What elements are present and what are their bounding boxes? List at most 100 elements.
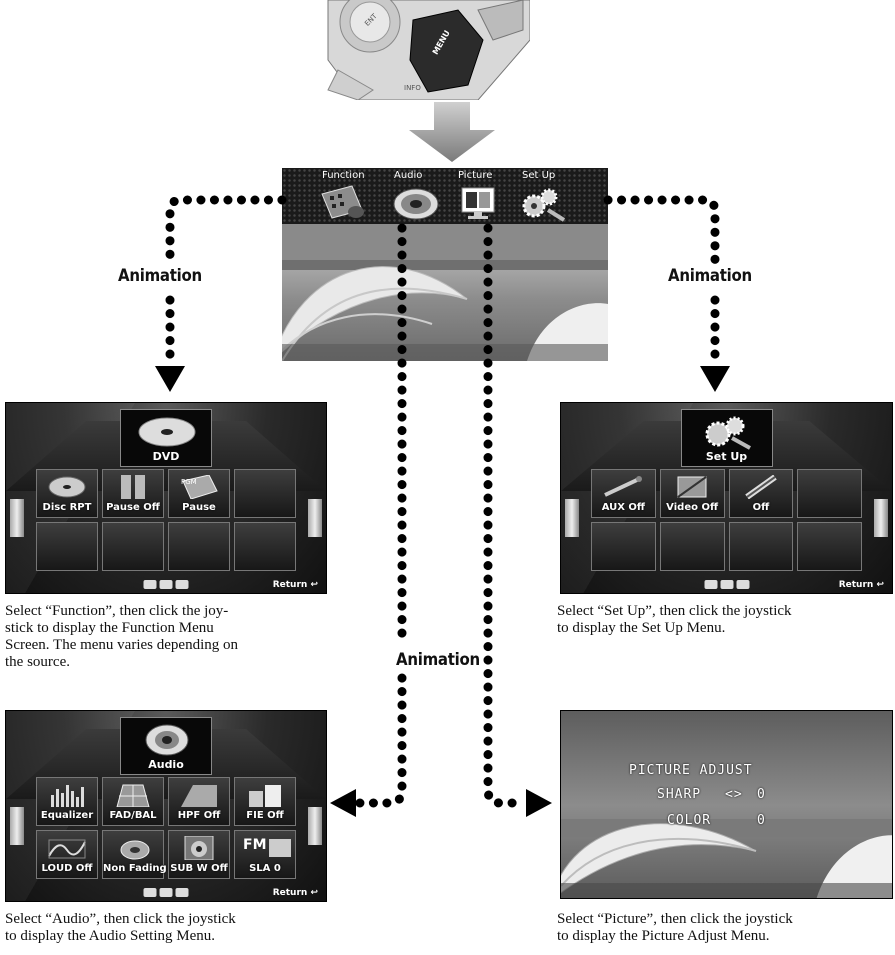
hpf-icon bbox=[181, 785, 217, 807]
caption-line: to display the Audio Setting Menu. bbox=[5, 928, 215, 944]
nonfading-icon bbox=[120, 840, 150, 860]
audio-item-hpf[interactable]: HPF Off bbox=[168, 777, 230, 826]
gears-icon bbox=[705, 416, 751, 450]
caption-line: Select “Audio”, then click the joystick bbox=[5, 911, 236, 927]
animation-label-right: Animation bbox=[668, 266, 752, 286]
arrow-down-left bbox=[155, 366, 185, 392]
svg-text:PGM: PGM bbox=[181, 478, 197, 486]
main-menu-screen: Function Audio Picture Set Up bbox=[282, 168, 608, 361]
function-item-empty bbox=[168, 522, 230, 571]
return-label: Return bbox=[272, 888, 308, 898]
animation-label-center: Animation bbox=[396, 650, 480, 670]
caption-line: to display the Set Up Menu. bbox=[557, 620, 726, 636]
picture-adjust-heading: PICTURE ADJUST bbox=[629, 763, 753, 778]
fm-icon: FM bbox=[243, 837, 267, 853]
setup-menu-screen: Set Up AUX Off Video Off Off Return ↩ bbox=[560, 402, 893, 594]
tab-function[interactable] bbox=[318, 184, 366, 222]
return-label: Return bbox=[838, 580, 874, 590]
caption-line: Screen. The menu varies depending on bbox=[5, 637, 238, 653]
caption-line: Select “Set Up”, then click the joystick bbox=[557, 603, 792, 619]
picture-row-value: 0 bbox=[757, 787, 766, 802]
fader-icon bbox=[116, 784, 150, 807]
audio-item-label: SUB W Off bbox=[170, 863, 228, 874]
setup-item-empty bbox=[797, 469, 862, 518]
page-indicator bbox=[143, 888, 189, 897]
picture-caption: Select “Picture”, then click the joystic… bbox=[557, 911, 895, 945]
page-indicator bbox=[143, 580, 189, 589]
audio-item-sub-w[interactable]: SUB W Off bbox=[168, 830, 230, 879]
caption-line: stick to display the Function Menu bbox=[5, 620, 214, 636]
subwoofer-icon bbox=[184, 836, 214, 860]
picture-row-label[interactable]: SHARP bbox=[657, 787, 702, 802]
return-button[interactable]: Return ↩ bbox=[839, 580, 884, 590]
audio-item-equalizer[interactable]: Equalizer bbox=[36, 777, 98, 826]
function-item-disc-rpt[interactable]: Disc RPT bbox=[36, 469, 98, 518]
function-item-empty bbox=[234, 522, 296, 571]
tab-audio[interactable] bbox=[392, 184, 440, 222]
function-item-label: Pause bbox=[182, 502, 216, 513]
tab-setup-label: Set Up bbox=[522, 170, 556, 181]
adjust-arrows-icon[interactable]: <> bbox=[725, 787, 743, 802]
picture-row-value: 0 bbox=[757, 813, 766, 828]
setup-item-label: Off bbox=[752, 502, 770, 513]
function-item-empty bbox=[234, 469, 296, 518]
function-item-empty bbox=[102, 522, 164, 571]
pause-icon bbox=[121, 475, 145, 499]
setup-item-empty bbox=[728, 522, 794, 571]
picture-adjust-screen: PICTURE ADJUST SHARP <> 0 COLOR 0 bbox=[560, 710, 893, 899]
return-button[interactable]: Return ↩ bbox=[273, 888, 318, 898]
beach-photo bbox=[561, 711, 892, 898]
audio-title: Audio bbox=[148, 758, 184, 771]
function-menu-screen: DVD Disc RPT Pause Off PGM Pause Return … bbox=[5, 402, 327, 594]
function-item-label: Pause Off bbox=[106, 502, 160, 513]
audio-item-label: SLA 0 bbox=[249, 863, 281, 874]
function-item-pause-off[interactable]: Pause Off bbox=[102, 469, 164, 518]
function-item-label: Disc RPT bbox=[42, 502, 92, 513]
setup-item-aux[interactable]: AUX Off bbox=[591, 469, 656, 518]
caption-line: the source. bbox=[5, 654, 70, 670]
function-item-empty bbox=[36, 522, 98, 571]
audio-item-sla[interactable]: FM SLA 0 bbox=[234, 830, 296, 879]
disc-icon bbox=[138, 417, 196, 447]
function-caption: Select “Function”, then click the joy-st… bbox=[5, 603, 335, 671]
info-button-label: INFO bbox=[404, 84, 421, 92]
tab-function-label: Function bbox=[322, 170, 365, 181]
setup-item-label: AUX Off bbox=[601, 502, 646, 513]
audio-item-loud[interactable]: LOUD Off bbox=[36, 830, 98, 879]
audio-item-label: LOUD Off bbox=[41, 863, 93, 874]
setup-item-connector[interactable]: Off bbox=[728, 469, 794, 518]
audio-item-label: Equalizer bbox=[40, 810, 94, 821]
return-label: Return bbox=[272, 580, 308, 590]
picture-row-label[interactable]: COLOR bbox=[667, 813, 712, 828]
caption-line: to display the Picture Adjust Menu. bbox=[557, 928, 770, 944]
setup-item-empty bbox=[591, 522, 656, 571]
pgm-remote-icon: PGM bbox=[181, 475, 218, 499]
equalizer-icon bbox=[51, 785, 84, 807]
caption-line: Select “Picture”, then click the joystic… bbox=[557, 911, 793, 927]
audio-menu-screen: Audio Equalizer FAD/BAL HPF Off FIE Off … bbox=[5, 710, 327, 902]
setup-item-empty bbox=[659, 522, 725, 571]
tab-setup[interactable] bbox=[518, 184, 568, 222]
setup-item-video[interactable]: Video Off bbox=[659, 469, 725, 518]
arrow-down-right bbox=[700, 366, 730, 392]
audio-item-label: FAD/BAL bbox=[109, 810, 157, 821]
tab-picture[interactable] bbox=[458, 184, 498, 222]
joystick-illustration: MENU ENT INFO bbox=[318, 0, 531, 101]
page-indicator bbox=[704, 580, 749, 589]
monitor-icon bbox=[461, 187, 495, 219]
disc-icon bbox=[48, 476, 86, 498]
fie-icon bbox=[249, 785, 281, 807]
tab-audio-label: Audio bbox=[394, 170, 423, 181]
loudness-icon bbox=[48, 839, 86, 859]
audio-item-fad-bal[interactable]: FAD/BAL bbox=[102, 777, 164, 826]
gears-icon bbox=[522, 188, 566, 222]
audio-item-fie[interactable]: FIE Off bbox=[234, 777, 296, 826]
audio-item-label: FIE Off bbox=[246, 810, 284, 821]
function-title: DVD bbox=[152, 450, 180, 463]
return-button[interactable]: Return ↩ bbox=[273, 580, 318, 590]
arrow-right-picture bbox=[526, 789, 552, 817]
audio-title-box: Audio bbox=[120, 717, 212, 775]
audio-item-non-fading[interactable]: Non Fading Off bbox=[102, 830, 187, 879]
function-item-pause[interactable]: PGM Pause bbox=[168, 469, 230, 518]
